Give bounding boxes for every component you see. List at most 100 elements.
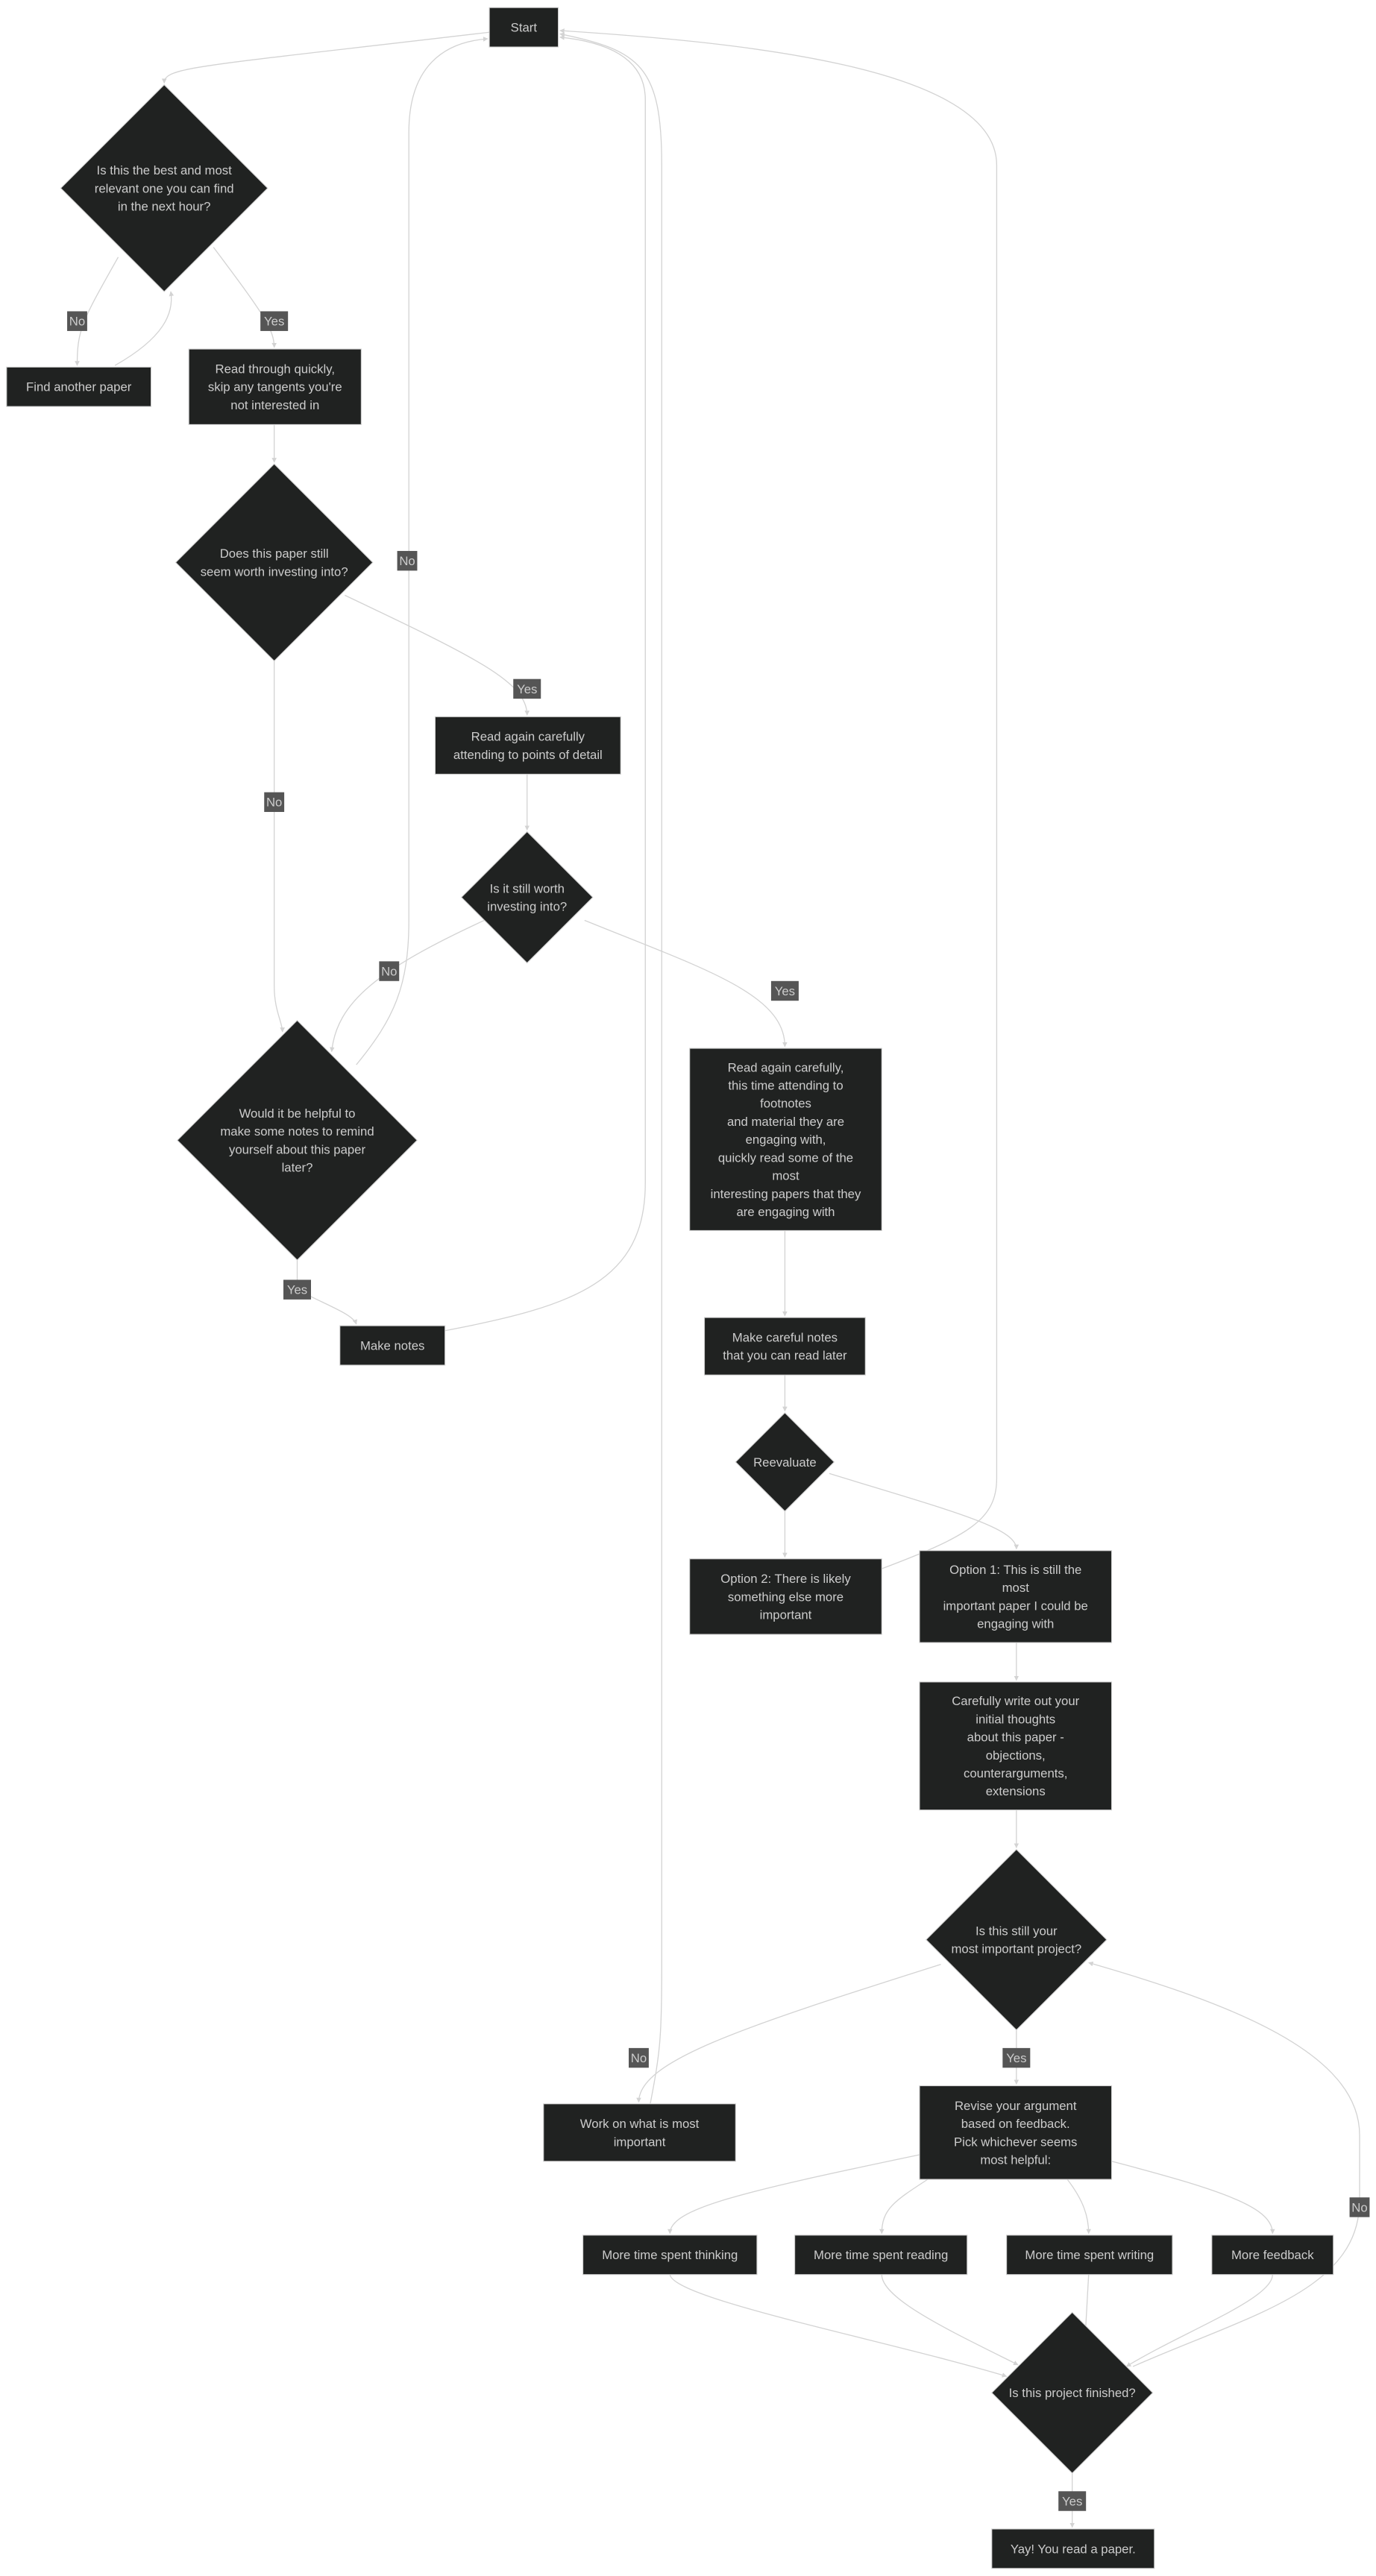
decision-diamond bbox=[177, 1019, 418, 1261]
edge-think-to-d6 bbox=[669, 2274, 1008, 2378]
node-find[interactable]: Find another paper bbox=[6, 366, 152, 407]
node-reeval[interactable]: Reevaluate bbox=[735, 1412, 835, 1512]
node-text-line: Start bbox=[511, 21, 538, 35]
node-text-line: Carefully write out your bbox=[952, 1694, 1079, 1708]
node-text-line: counterarguments, bbox=[964, 1766, 1067, 1780]
node-d6[interactable]: Is this project finished? bbox=[991, 2311, 1154, 2474]
edge-label-text: No bbox=[381, 965, 397, 979]
node-feedback[interactable]: More feedback bbox=[1211, 2235, 1334, 2276]
decision-diamond bbox=[925, 1848, 1108, 2031]
edge-label-background bbox=[513, 678, 541, 699]
node-text-line: Revise your argument bbox=[955, 2099, 1077, 2113]
node-text-line: Read again carefully bbox=[471, 730, 585, 744]
node-again2[interactable]: Read again carefully,this time attending… bbox=[689, 1048, 882, 1231]
edge-label-background bbox=[629, 2047, 649, 2068]
node-text-line: Option 1: This is still the bbox=[949, 1563, 1081, 1577]
node-text-line: footnotes bbox=[760, 1097, 811, 1111]
process-box bbox=[188, 348, 362, 425]
edge-reeval-to-opt1 bbox=[829, 1473, 1020, 1550]
edge-label: Yes bbox=[513, 678, 541, 699]
node-opt1[interactable]: Option 1: This is still themostimportant… bbox=[919, 1550, 1113, 1643]
node-text-line: yourself about this paper bbox=[229, 1142, 366, 1156]
node-text-line: Make careful notes bbox=[732, 1330, 838, 1344]
node-text-line: this time attending to bbox=[728, 1079, 843, 1093]
node-read[interactable]: More time spent reading bbox=[794, 2235, 968, 2276]
node-text-line: objections, bbox=[986, 1748, 1046, 1763]
node-text-line: important bbox=[760, 1608, 812, 1622]
edge-d4-to-start bbox=[356, 37, 488, 1065]
node-text-line: something else more bbox=[728, 1590, 843, 1604]
process-box bbox=[919, 1681, 1113, 1811]
decision-diamond bbox=[175, 463, 374, 662]
node-quick[interactable]: Read through quickly,skip any tangents y… bbox=[188, 348, 362, 425]
edge-label-background bbox=[770, 980, 799, 1001]
process-box bbox=[582, 2235, 758, 2276]
edge-label-text: No bbox=[1351, 2200, 1367, 2214]
edge-label: No bbox=[397, 550, 418, 571]
process-box bbox=[339, 1325, 446, 1366]
process-box bbox=[1211, 2235, 1334, 2276]
edge-notes-to-start bbox=[444, 35, 646, 1332]
node-text-line: interesting papers that they bbox=[711, 1187, 861, 1201]
edge-writing-to-d6 bbox=[1083, 2274, 1090, 2334]
node-think[interactable]: More time spent thinking bbox=[582, 2235, 758, 2276]
node-text-line: and material they are bbox=[727, 1115, 844, 1129]
edge-label-text: No bbox=[399, 554, 415, 568]
node-start[interactable]: Start bbox=[488, 7, 559, 48]
edge-start-to-d1 bbox=[161, 31, 490, 84]
node-text-line: Is this still your bbox=[976, 1924, 1058, 1938]
node-text-line: Work on what is most bbox=[580, 2117, 700, 2131]
node-text-line: relevant one you can find bbox=[95, 181, 234, 195]
node-writing[interactable]: More time spent writing bbox=[1006, 2235, 1173, 2276]
edge-label: No bbox=[1349, 2197, 1370, 2217]
node-yay[interactable]: Yay! You read a paper. bbox=[991, 2528, 1155, 2569]
process-box bbox=[434, 716, 621, 775]
edge-revise-to-think bbox=[667, 2154, 920, 2235]
node-d5[interactable]: Is this still your most important project… bbox=[925, 1848, 1108, 2031]
edge-revise-to-read bbox=[879, 2179, 929, 2235]
node-text-line: More time spent thinking bbox=[602, 2248, 738, 2262]
process-box bbox=[991, 2528, 1155, 2569]
node-text-line: most helpful: bbox=[980, 2153, 1051, 2167]
node-text-line: More time spent writing bbox=[1025, 2248, 1154, 2262]
edge-label: Yes bbox=[1002, 2047, 1031, 2068]
node-text-line: seem worth investing into? bbox=[201, 564, 348, 579]
edge-label-background bbox=[260, 311, 289, 331]
edge-work-to-start bbox=[559, 32, 662, 2104]
process-box bbox=[689, 1558, 882, 1635]
decision-diamond bbox=[991, 2311, 1154, 2474]
process-box bbox=[543, 2103, 736, 2162]
node-careful[interactable]: Make careful notes that you can read late… bbox=[703, 1317, 866, 1376]
edge-label-background bbox=[1002, 2047, 1031, 2068]
edge-d2-to-again bbox=[345, 594, 530, 716]
node-notes[interactable]: Make notes bbox=[339, 1325, 446, 1366]
node-text-line: about this paper - bbox=[967, 1731, 1064, 1745]
node-text-line: extensions bbox=[986, 1784, 1046, 1798]
node-text-line: not interested in bbox=[230, 398, 319, 412]
edge-label-background bbox=[283, 1279, 311, 1300]
process-box bbox=[6, 366, 152, 407]
process-box bbox=[794, 2235, 968, 2276]
node-text-line: that you can read later bbox=[723, 1349, 847, 1363]
node-text-line: important bbox=[614, 2135, 666, 2149]
edge-label-background bbox=[397, 550, 418, 571]
edge-label: Yes bbox=[1058, 2491, 1087, 2511]
edge-label-text: Yes bbox=[264, 315, 284, 329]
node-work[interactable]: Work on what is most important bbox=[543, 2103, 736, 2162]
edge-label-text: Yes bbox=[775, 984, 795, 998]
edge-d1-to-quick bbox=[213, 247, 277, 348]
node-text-line: engaging with, bbox=[746, 1133, 826, 1147]
edge-label-text: No bbox=[266, 796, 282, 810]
node-text-line: most important project? bbox=[951, 1942, 1081, 1956]
